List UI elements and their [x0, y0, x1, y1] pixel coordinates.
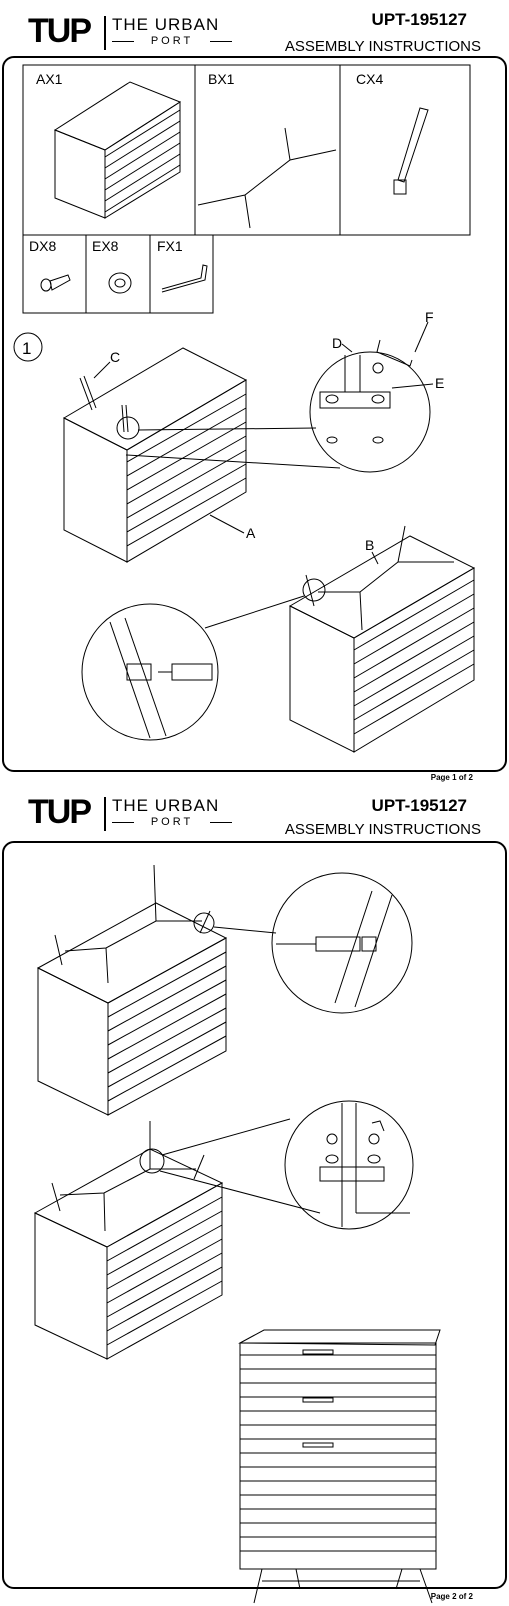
part-label-dx8: DX8 [29, 238, 56, 254]
model-number: UPT-195127 [371, 10, 467, 29]
allen-key-part-drawing [161, 264, 208, 293]
callout-a: A [246, 525, 256, 541]
joint-insert-detail-drawing [271, 872, 413, 1014]
brand-logo: TUP THE URBAN PORT [28, 12, 238, 52]
page-1-drawing: AX1 BX1 CX4 DX8 EX8 FX1 1 C D F E A B [13, 64, 476, 753]
part-label-fx1: FX1 [157, 238, 183, 254]
part-label-ex8: EX8 [92, 238, 119, 254]
logo-port: PORT [112, 815, 232, 829]
page-number: Page 1 of 2 [430, 773, 473, 782]
callout-c: C [110, 349, 120, 365]
model-number: UPT-195127 [371, 796, 467, 815]
step-1-marker [13, 332, 43, 362]
logo-divider [104, 16, 106, 50]
callout-b: B [365, 537, 374, 553]
chest-screw-legs-drawing [33, 1118, 321, 1360]
page-2: TUP THE URBAN PORT UPT-195127 ASSEMBLY I… [0, 793, 509, 1606]
logo-urban: THE URBAN [112, 796, 220, 815]
logo-divider [104, 797, 106, 831]
page-frame [2, 56, 507, 772]
logo-urban: THE URBAN [112, 15, 220, 34]
logo-tup: TUP [28, 793, 92, 831]
washer-part-drawing [108, 272, 132, 294]
page-2-drawing [33, 864, 441, 1604]
screw-detail-drawing [309, 321, 434, 473]
joint-detail-drawing [81, 603, 219, 741]
step-1-number: 1 [22, 339, 31, 358]
callout-f: F [425, 309, 434, 325]
page-1: TUP THE URBAN PORT UPT-195127 ASSEMBLY I… [0, 0, 509, 800]
finished-chest-drawing [238, 1329, 441, 1604]
logo-port: PORT [112, 34, 232, 48]
callout-d: D [332, 335, 342, 351]
part-label-cx4: CX4 [356, 71, 383, 87]
screw-fix-detail-drawing [284, 1100, 414, 1230]
leg-part-drawing [393, 107, 429, 195]
chest-frame-drawing [204, 525, 476, 753]
leg-frame-part-drawing [197, 127, 337, 229]
screw-part-drawing [40, 274, 71, 292]
document-subtitle: ASSEMBLY INSTRUCTIONS [284, 38, 481, 55]
part-label-bx1: BX1 [208, 71, 235, 87]
chest-part-drawing [53, 81, 182, 219]
chest-legs-attach-drawing [36, 864, 277, 1116]
part-label-ax1: AX1 [36, 71, 63, 87]
hardware-table [22, 234, 214, 314]
parts-table [22, 64, 471, 236]
page-number: Page 2 of 2 [430, 1592, 473, 1601]
chest-step1-drawing [62, 347, 341, 563]
page-frame [2, 841, 507, 1589]
logo-tup: TUP [28, 12, 92, 50]
callout-e: E [435, 375, 444, 391]
brand-logo: TUP THE URBAN PORT [28, 793, 238, 833]
document-subtitle: ASSEMBLY INSTRUCTIONS [284, 821, 481, 838]
